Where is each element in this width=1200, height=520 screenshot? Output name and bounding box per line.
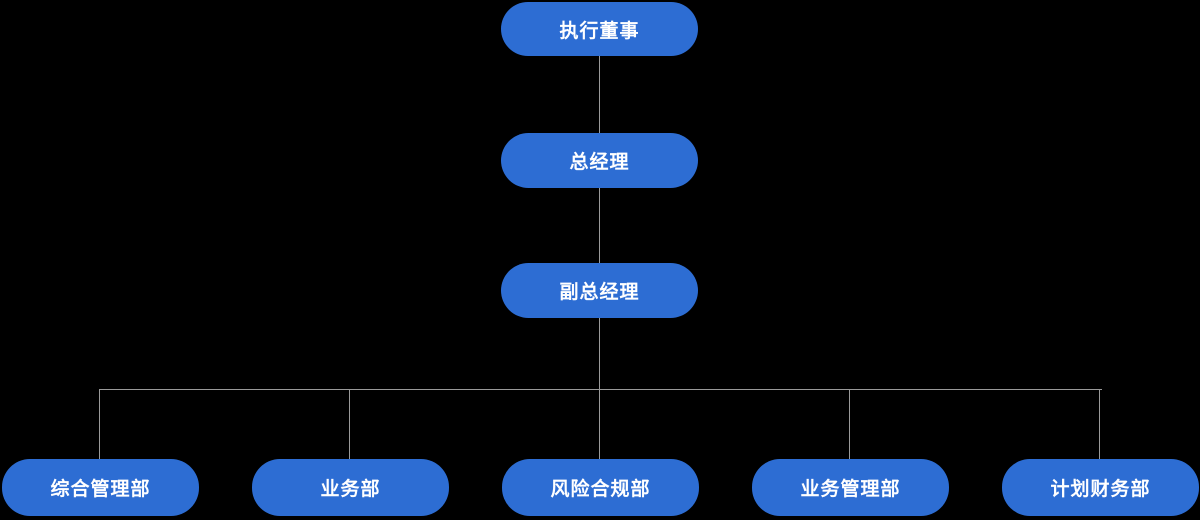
org-node-label: 业务部 [320,479,381,500]
connector-drop-business-management [849,389,850,459]
connector-drop-general-admin [99,389,100,459]
org-node-label: 总经理 [569,152,630,173]
org-node-executive-director[interactable]: 执行董事 [501,2,698,56]
connector-exec-to-gm [599,56,600,133]
connector-dgm-to-rail [599,317,600,459]
connector-drop-business [349,389,350,459]
org-node-risk-compliance-dept[interactable]: 风险合规部 [502,459,699,516]
connector-drop-planning-finance [1099,389,1100,459]
org-node-general-manager[interactable]: 总经理 [501,133,698,188]
org-node-label: 综合管理部 [50,479,151,500]
org-node-general-admin-dept[interactable]: 综合管理部 [2,459,199,516]
org-node-deputy-general-manager[interactable]: 副总经理 [501,263,698,318]
org-node-business-dept[interactable]: 业务部 [252,459,449,516]
org-node-label: 计划财务部 [1050,479,1151,500]
connector-gm-to-dgm [599,187,600,263]
org-node-label: 副总经理 [559,282,640,303]
org-node-label: 业务管理部 [800,479,901,500]
org-node-business-management-dept[interactable]: 业务管理部 [752,459,949,516]
org-node-label: 执行董事 [559,20,640,42]
connector-horizontal-rail [99,389,1102,390]
org-node-planning-finance-dept[interactable]: 计划财务部 [1002,459,1199,516]
org-node-label: 风险合规部 [550,479,651,500]
